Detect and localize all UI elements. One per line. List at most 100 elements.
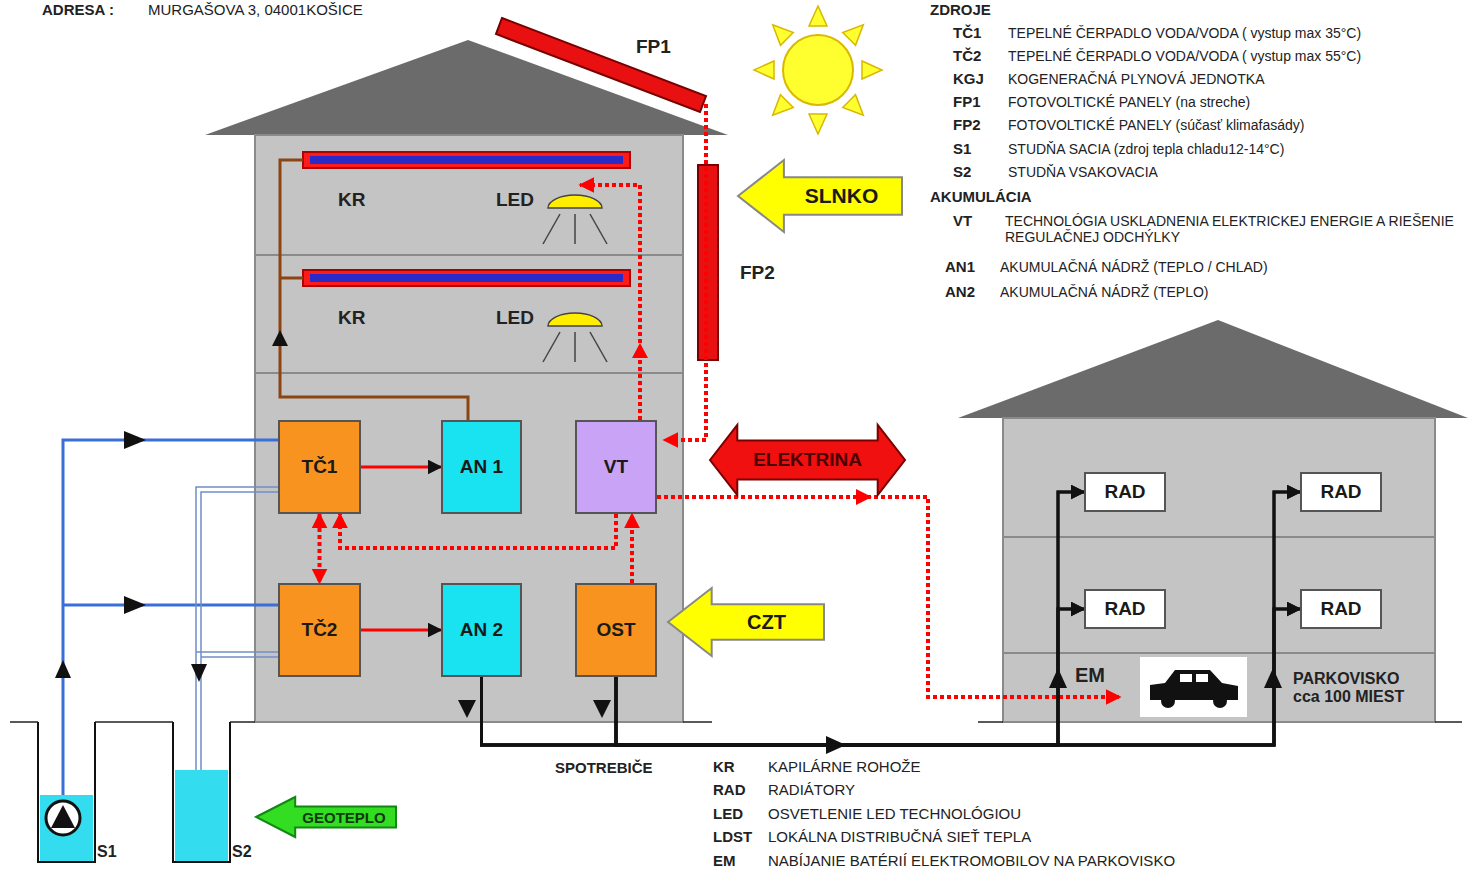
led-lamp xyxy=(590,214,607,244)
text-label: NABÍJANIE BATÉRIÍ ELEKTROMOBILOV NA PARK… xyxy=(768,852,1175,869)
main-building xyxy=(205,40,728,722)
text-label: RAD xyxy=(713,781,746,798)
sun-ray xyxy=(843,25,864,46)
text-label: TEPELNÉ ČERPADLO VODA/VODA ( vystup max … xyxy=(1008,48,1361,64)
text-label: KR xyxy=(713,758,735,775)
led-lamp xyxy=(543,214,560,244)
pv-panel xyxy=(496,18,706,112)
arrow-head xyxy=(632,343,872,505)
heat-pipe xyxy=(482,492,1085,745)
capillary-mat xyxy=(303,152,630,286)
well xyxy=(51,805,75,828)
sun xyxy=(783,35,853,105)
car xyxy=(1196,674,1208,682)
text-label: AKUMULAČNÁ NÁDRŽ (TEPLO / CHLAD) xyxy=(1000,259,1268,275)
source-arrow-shape xyxy=(738,160,902,232)
text-label: FOTOVOLTICKÉ PANELY (na streche) xyxy=(1008,94,1250,110)
text-label: FP1 xyxy=(953,93,981,110)
source-arrow: SLNKO xyxy=(738,160,902,232)
led-lamp xyxy=(590,332,607,362)
text-label: TČ1 xyxy=(953,24,981,41)
node-label: RAD xyxy=(1320,481,1361,503)
source-arrow-shape xyxy=(256,797,396,837)
sun xyxy=(754,6,882,134)
node-label: AN 1 xyxy=(460,456,503,478)
node-label: GEOTEPLO xyxy=(302,809,385,826)
ground-line xyxy=(230,721,255,723)
node-label: RAD xyxy=(1104,598,1145,620)
parking-building xyxy=(1003,652,1435,654)
connector xyxy=(340,514,616,548)
led-lamp xyxy=(543,332,560,362)
node-label: RAD xyxy=(1320,598,1361,620)
text-label: LED xyxy=(496,189,534,211)
arrow-head xyxy=(458,700,476,718)
heat-pipe xyxy=(482,609,1085,745)
power-line xyxy=(580,104,1120,697)
text-label: AKUMULÁCIA xyxy=(930,188,1032,205)
text-label: EM xyxy=(713,852,736,869)
power-line xyxy=(657,497,1120,697)
text-label: MURGAŠOVA 3, 04001KOŠICE xyxy=(148,1,363,18)
heat-pipe xyxy=(616,492,1084,745)
text-label: KR xyxy=(338,307,365,329)
radiator-box: RAD xyxy=(1084,589,1166,629)
text-label: OSVETLENIE LED TECHNOLÓGIOU xyxy=(768,805,1021,822)
connector xyxy=(361,629,441,632)
car xyxy=(1213,694,1227,708)
heat-pump-box: TČ1 xyxy=(278,420,361,514)
text-label: LDST xyxy=(713,828,752,845)
arrow-head xyxy=(632,343,648,358)
arrow-head xyxy=(191,664,207,682)
car xyxy=(1140,657,1247,717)
text-label: LED xyxy=(496,307,534,329)
text-label: KGJ xyxy=(953,70,984,87)
node-label: CZT xyxy=(747,611,786,634)
connector xyxy=(361,466,441,469)
radiator-box: RAD xyxy=(1084,472,1166,512)
led-lamp xyxy=(574,332,576,362)
car xyxy=(1180,674,1192,682)
heat-pump-box: TČ2 xyxy=(278,583,361,677)
power-line xyxy=(664,104,706,440)
text-label: FP2 xyxy=(953,116,981,133)
text-label: S2 xyxy=(232,843,252,861)
node-label: AN 2 xyxy=(460,619,503,641)
text-label: AKUMULAČNÁ NÁDRŽ (TEPLO) xyxy=(1000,284,1208,300)
storage-box: VT xyxy=(575,420,657,514)
ground-line xyxy=(1435,721,1462,723)
well-pipe xyxy=(201,492,278,785)
parking-building xyxy=(1003,418,1435,722)
led-lamp xyxy=(574,214,576,244)
text-label: KR xyxy=(338,189,365,211)
exchanger-box: OST xyxy=(575,583,657,677)
main-building xyxy=(255,135,683,722)
tank-box: AN 1 xyxy=(441,420,522,514)
parking-building xyxy=(958,320,1468,418)
text-label: ZDROJE xyxy=(930,1,991,18)
text-label: FP1 xyxy=(636,36,671,58)
text-label: FP2 xyxy=(740,262,775,284)
heat-pipe xyxy=(482,492,1301,745)
well xyxy=(46,801,80,835)
text-label: LOKÁLNA DISTRIBUČNÁ SIEŤ TEPLA xyxy=(768,828,1031,845)
led-lamp xyxy=(548,313,602,326)
led-lamp xyxy=(543,195,607,362)
capillary-mat xyxy=(310,156,623,164)
source-arrow-shape xyxy=(668,588,824,656)
heating-pipe xyxy=(280,160,468,420)
text-label: KOGENERAČNÁ PLYNOVÁ JEDNOTKA xyxy=(1008,71,1264,87)
radiator-box: RAD xyxy=(1300,472,1382,512)
radiator-box: RAD xyxy=(1300,589,1382,629)
car xyxy=(1161,694,1175,708)
heat-pipe xyxy=(616,492,1300,745)
ground-line xyxy=(95,721,173,723)
text-label: STUDŇA SACIA (zdroj tepla chladu12-14°C) xyxy=(1008,141,1284,157)
electricity-arrow: ELEKTRINA xyxy=(710,425,905,495)
text-label: AN1 xyxy=(945,258,975,275)
text-label: PARKOVISKO cca 100 MIEST xyxy=(1293,670,1428,707)
well-pipe xyxy=(196,487,278,785)
ground-line xyxy=(978,721,1003,723)
text-label: FOTOVOLTICKÉ PANELY (súčasť klimafasády) xyxy=(1008,117,1304,133)
